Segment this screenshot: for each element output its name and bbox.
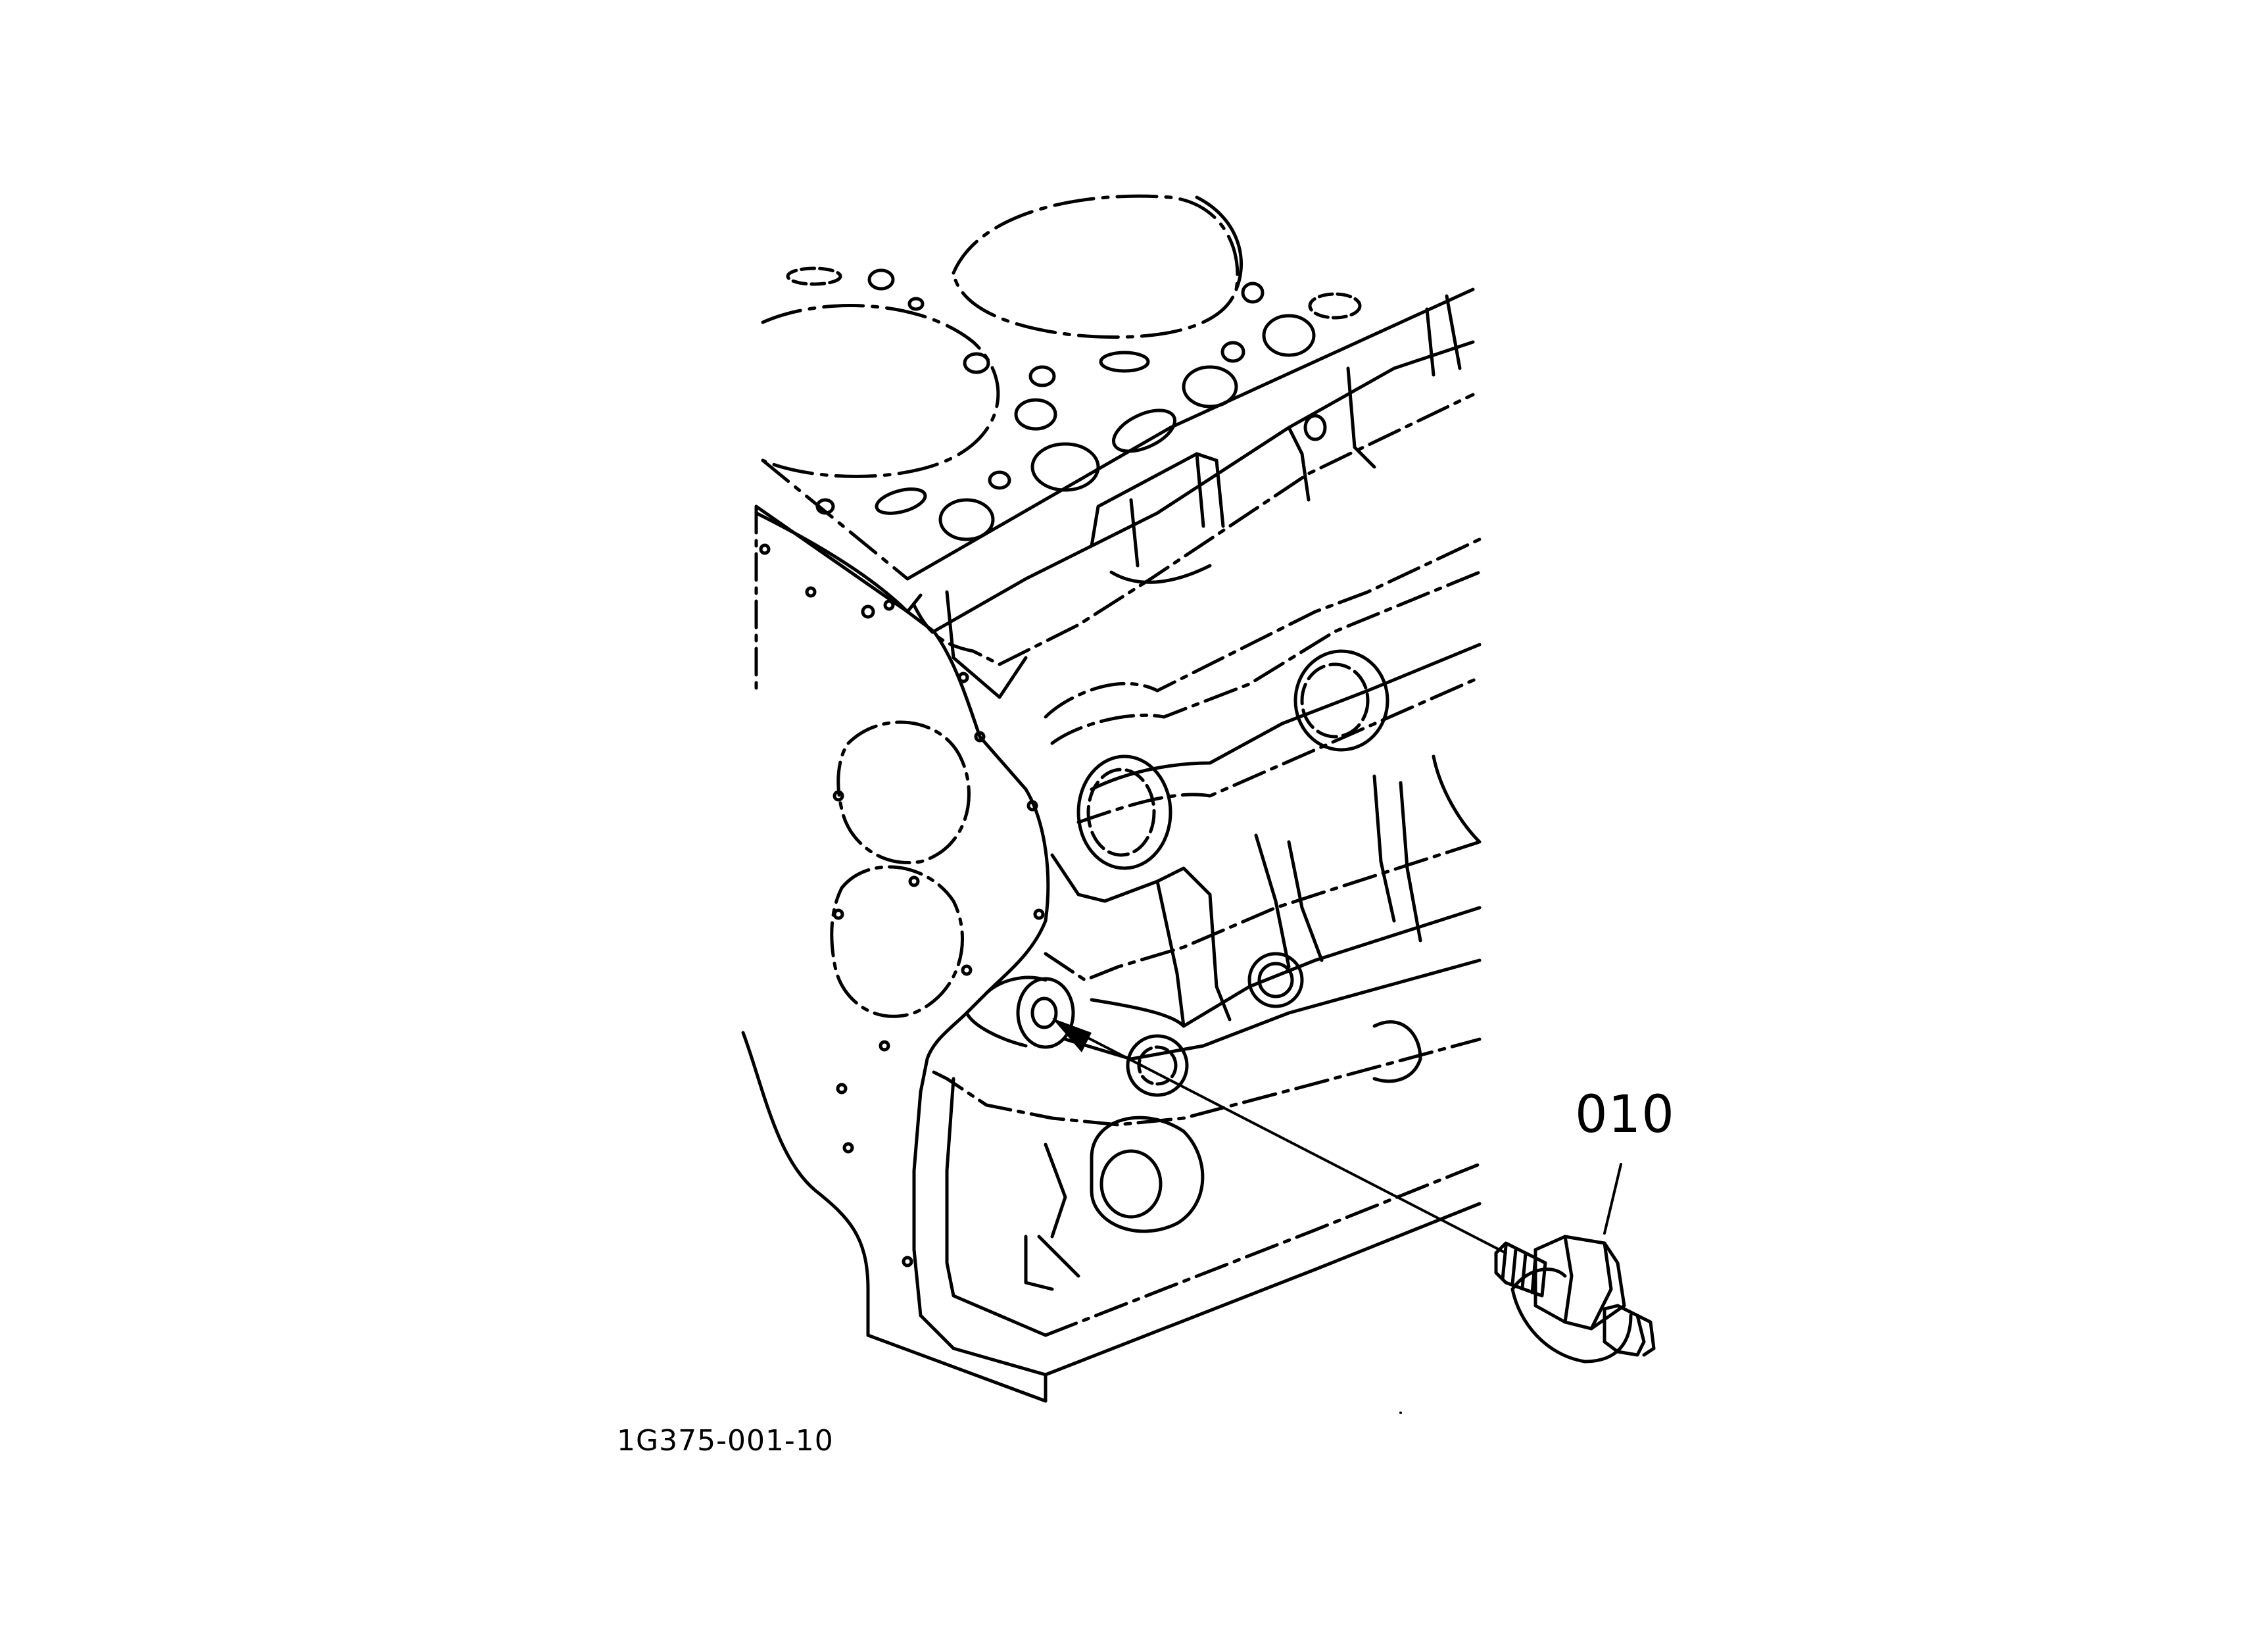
oil-port bbox=[965, 975, 1075, 1049]
block-front-face bbox=[741, 504, 1050, 1403]
oil-pressure-switch bbox=[1494, 1163, 1656, 1364]
cylinder-deck bbox=[754, 194, 1475, 619]
part-callout-number: 010 bbox=[1575, 1085, 1675, 1144]
leader-line bbox=[1052, 1018, 1507, 1254]
figure-code: 1G375-001-10 bbox=[617, 1424, 834, 1458]
speck bbox=[1399, 1412, 1402, 1414]
block-side-face bbox=[912, 294, 1482, 1403]
